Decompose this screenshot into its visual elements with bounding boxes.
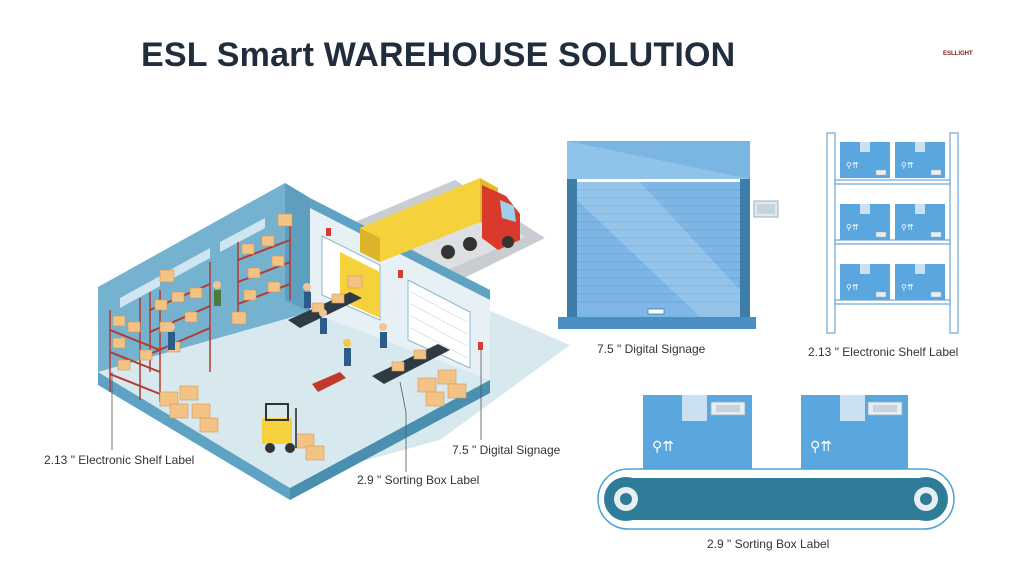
svg-text:⚲⇈: ⚲⇈: [810, 439, 832, 455]
caption-left-signage-label: 7.5 " Digital Signage: [452, 443, 561, 457]
forklift: [262, 403, 297, 453]
conveyor-belt: [626, 478, 926, 520]
front-wall-left: [98, 372, 290, 500]
dock-door-2: [407, 279, 471, 369]
svg-text:⚲⇈: ⚲⇈: [901, 283, 914, 292]
front-wall-right: [290, 380, 490, 500]
rack-shelves: [834, 179, 951, 305]
delivery-truck: [360, 178, 520, 262]
leader-sorting: [399, 381, 407, 472]
door-frame-right: [740, 179, 750, 319]
warehouse-floor: [98, 310, 490, 488]
caption-left-sorting-label: 2.9 " Sorting Box Label: [357, 473, 480, 487]
door-sign-1: [326, 228, 331, 236]
caption-rack-shelf-label: 2.13 " Electronic Shelf Label: [808, 345, 959, 359]
caption-conveyor-label: 2.9 " Sorting Box Label: [707, 537, 830, 551]
rack-boxes: ⚲⇈ ⚲⇈ ⚲⇈ ⚲⇈ ⚲⇈ ⚲⇈: [840, 142, 945, 300]
svg-text:⚲⇈: ⚲⇈: [901, 161, 914, 170]
door-slats: [577, 189, 740, 303]
caption-door-signage-label: 7.5 " Digital Signage: [597, 342, 706, 356]
door-frame-left: [567, 179, 577, 319]
svg-text:⚲⇈: ⚲⇈: [846, 161, 859, 170]
door-sign-3: [478, 342, 483, 350]
rack-post-right: [949, 132, 959, 334]
svg-text:⚲⇈: ⚲⇈: [901, 223, 914, 232]
page-title: ESL Smart WAREHOUSE SOLUTION: [141, 36, 736, 74]
sorting-box-2: ⚲⇈: [801, 395, 908, 469]
workers: [167, 281, 387, 366]
conveyor-2: [372, 344, 450, 384]
rack-post-left: [826, 132, 836, 334]
door-handle: [647, 308, 665, 315]
brand-logo: ESLLIGHT: [943, 51, 973, 57]
sorting-box-1: ⚲⇈: [643, 395, 752, 469]
svg-text:⚲⇈: ⚲⇈: [846, 223, 859, 232]
caption-left-shelf-label: 2.13 " Electronic Shelf Label: [44, 453, 195, 467]
door-sign-2: [398, 270, 403, 278]
door-threshold: [558, 317, 756, 329]
pallet-jack: [312, 372, 346, 392]
rack-esl-tags: [875, 169, 942, 298]
svg-text:⚲⇈: ⚲⇈: [652, 439, 674, 455]
svg-text:⚲⇈: ⚲⇈: [846, 283, 859, 292]
